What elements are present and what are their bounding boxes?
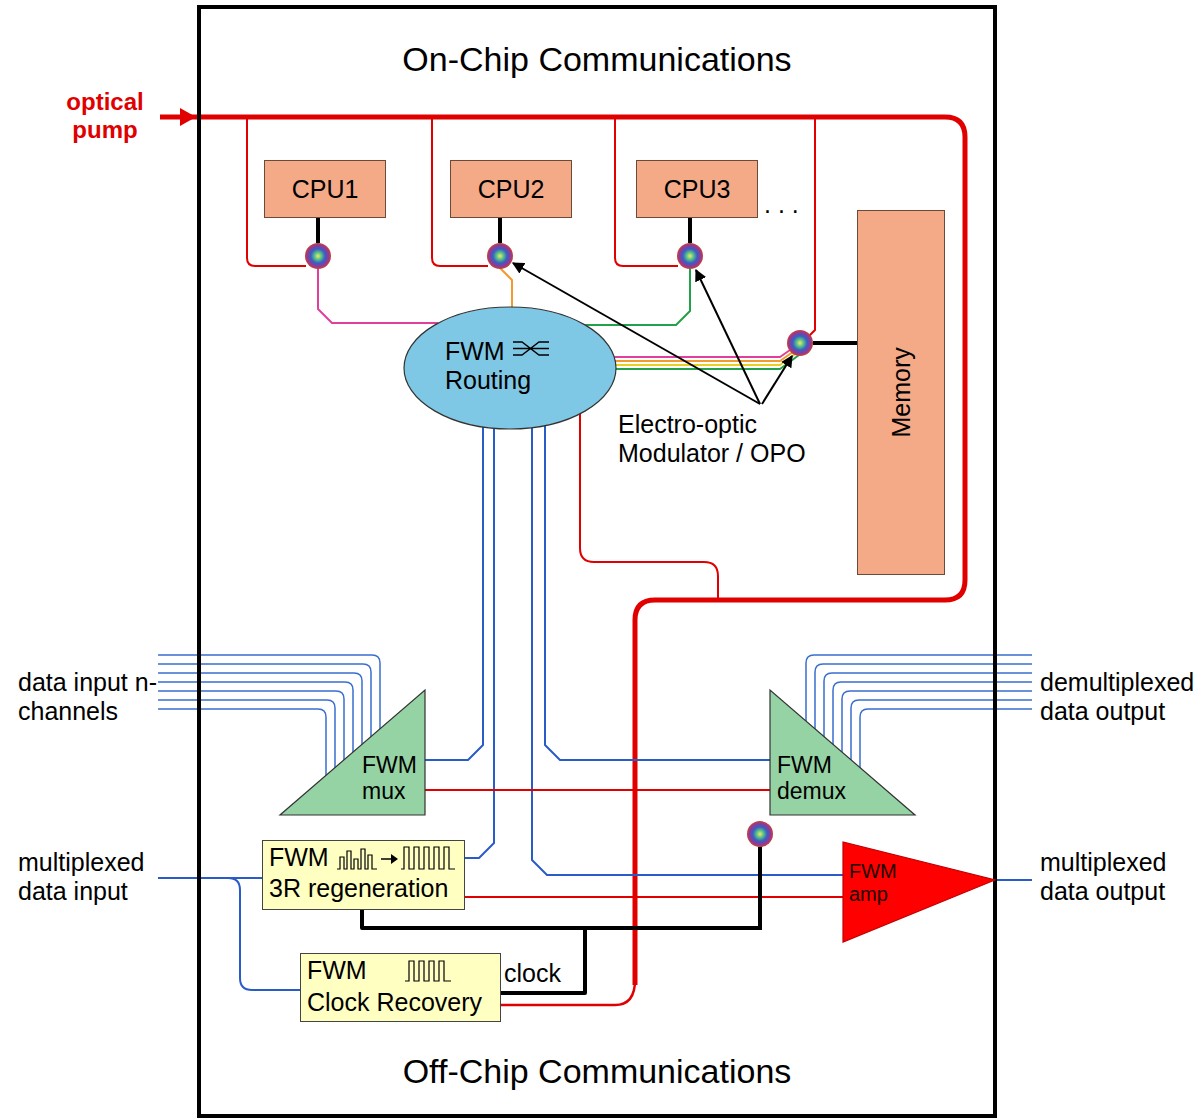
data-line: [806, 655, 1032, 722]
node-text: CPU1: [292, 175, 359, 204]
clock-recovery-box: FWM Clock Recovery: [300, 953, 501, 1022]
data-line: [158, 691, 344, 761]
data-line: [158, 700, 335, 769]
node-text: Clock Recovery: [307, 988, 494, 1017]
connector: [425, 427, 483, 760]
cpu-box: CPU2: [450, 160, 572, 218]
crossbar-symbol: [512, 338, 550, 360]
connector: [318, 218, 438, 323]
arrowhead: [391, 854, 398, 864]
electrical-wires: [318, 218, 857, 928]
data-line: [815, 664, 1032, 730]
amplifier-triangle: FWM amp: [843, 842, 995, 942]
pump-label: optical pump: [55, 88, 155, 143]
pump-arrowhead: [180, 108, 196, 126]
regeneration-symbol: [337, 845, 457, 871]
node-text: CPU2: [478, 175, 545, 204]
label-holder: multiplexed data input: [18, 848, 158, 906]
connector: [585, 218, 690, 325]
data-line: [158, 709, 326, 776]
modulator-icon: [677, 243, 703, 269]
connector: [465, 896, 843, 898]
node-text: FWM: [269, 843, 458, 872]
data-line: [158, 664, 371, 738]
connector: [465, 428, 494, 858]
connector: [545, 426, 770, 760]
label-holder: clock: [502, 959, 563, 988]
node-text: FWM Routing: [445, 337, 540, 395]
clean-pulses: [401, 847, 455, 869]
node-text: FWM mux: [362, 752, 422, 805]
connector: [425, 789, 770, 791]
node-text: FWM: [307, 956, 494, 985]
node-text: Memory: [887, 347, 916, 437]
modulator-icon: [487, 243, 513, 269]
cpu-box: CPU3: [636, 160, 758, 218]
data-line: [158, 682, 353, 753]
ellipsis-label: . . .: [764, 190, 799, 219]
triangle-shape: [843, 842, 995, 942]
label-holder: . . .: [764, 190, 799, 219]
crossbar-line: [513, 342, 549, 355]
node-text: On-Chip Communications: [402, 40, 791, 79]
demux-triangle: FWM demux: [770, 690, 915, 815]
node-text: CPU3: [664, 175, 731, 204]
serial-input-line: [158, 877, 262, 879]
serial-output-line: [995, 879, 1032, 881]
data-line: [860, 709, 1032, 769]
port-label: multiplexed data output: [1040, 848, 1198, 906]
clock-wire: [585, 847, 760, 928]
clock-pulses: [405, 961, 451, 981]
clock-symbol: [405, 959, 453, 983]
label-holder: multiplexed data output: [1040, 848, 1198, 906]
node-text: 3R regeneration: [269, 874, 458, 903]
leader-arrow: [696, 270, 760, 404]
modulators: [305, 243, 813, 847]
port-label: demultiplexed data output: [1040, 668, 1198, 726]
data-line: [158, 655, 380, 730]
noisy-pulses: [337, 849, 377, 869]
port-label: multiplexed data input: [18, 848, 158, 906]
leader-arrow: [762, 356, 792, 404]
ellipse-shape: [404, 307, 616, 429]
pump-branch: [580, 410, 718, 600]
node-text: FWM amp: [849, 860, 904, 906]
chip-frame: On-Chip CommunicationsOff-Chip Communica…: [197, 5, 997, 1118]
triangle-shape: [280, 690, 425, 815]
label-holder: Electro-optic Modulator / OPO: [618, 410, 818, 468]
modulator-icon: [305, 243, 331, 269]
cpu-box: CPU1: [264, 160, 386, 218]
connector-label: clock: [502, 959, 563, 988]
electrical-wire: [316, 218, 320, 243]
callout-label: Electro-optic Modulator / OPO: [618, 410, 818, 468]
label-holder: data input n-channels: [18, 668, 158, 726]
electrical-wire: [688, 218, 692, 243]
node-text: FWM demux: [777, 752, 855, 805]
triangle-shape: [770, 690, 915, 815]
routing-ellipse: FWM Routing: [403, 306, 617, 430]
electrical-wire: [813, 341, 857, 345]
modulator-icon: [787, 330, 813, 356]
crossbar-line: [513, 342, 549, 355]
memory-box: Memory: [857, 210, 945, 575]
label-holder: demultiplexed data output: [1040, 668, 1198, 726]
label-holder: optical pump: [55, 88, 155, 143]
regeneration-box: FWM3R regeneration: [262, 840, 465, 910]
port-label: data input n-channels: [18, 668, 158, 726]
mux-triangle: FWM mux: [280, 690, 425, 815]
pump-branch: [809, 117, 815, 336]
crossbar-line: [513, 348, 549, 349]
node-text: Off-Chip Communications: [403, 1052, 792, 1091]
electrical-wire: [498, 218, 502, 243]
modulator-icon: [747, 821, 773, 847]
